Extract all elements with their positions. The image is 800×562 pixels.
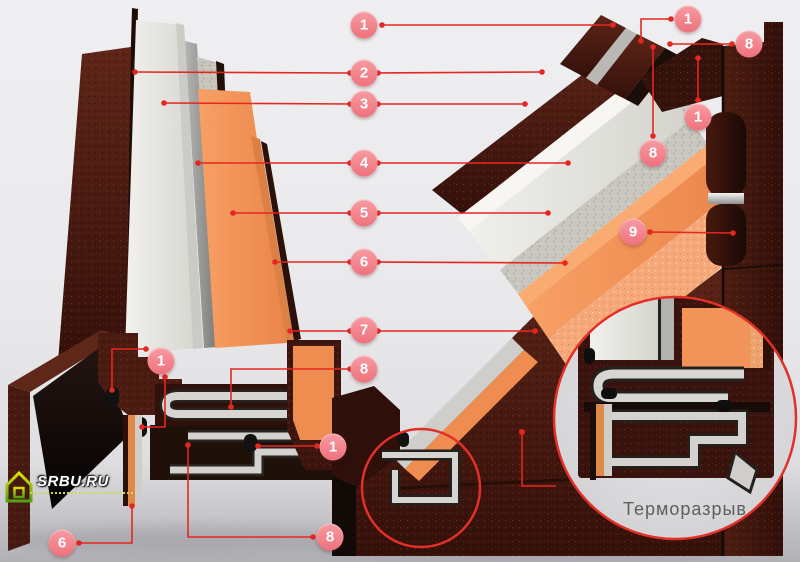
callout-marker-sill-1b: 1 bbox=[319, 433, 347, 461]
sill-right-panel bbox=[293, 346, 334, 440]
callout-marker-top-8: 8 bbox=[735, 30, 763, 58]
cut-foam-highlight bbox=[458, 68, 659, 231]
callout-marker-sill-1a: 1 bbox=[147, 347, 175, 375]
panel-seam-horizontal bbox=[722, 264, 784, 270]
logo-dotted-line bbox=[30, 492, 133, 494]
hinge-barrel-bottom bbox=[706, 204, 746, 266]
sill-steel-strip bbox=[135, 415, 142, 503]
magnifier-source-circle bbox=[360, 427, 482, 549]
callout-marker-col-7: 7 bbox=[350, 316, 378, 344]
site-logo: SRBU.RU bbox=[2, 466, 142, 508]
inset-border-circle bbox=[552, 295, 798, 541]
inset-content bbox=[578, 297, 774, 495]
inset-seal-left bbox=[584, 348, 595, 364]
inset-z-profile bbox=[604, 412, 746, 466]
thermal-break-hook bbox=[161, 392, 312, 418]
callout-marker-col-1: 1 bbox=[350, 11, 378, 39]
edge-steel-band bbox=[393, 338, 524, 469]
inset-foot bbox=[726, 449, 759, 495]
cut-foam-band bbox=[458, 68, 690, 270]
callout-marker-col-5: 5 bbox=[350, 199, 378, 227]
sill-edge-strip bbox=[123, 415, 128, 506]
inset-steel-strip bbox=[661, 297, 674, 360]
head-thermal-strip bbox=[586, 28, 637, 85]
inset-left-cork-strip bbox=[596, 404, 604, 476]
site-logo-text: SRBU.RU bbox=[37, 473, 109, 490]
left-shadow bbox=[10, 526, 370, 554]
inset-divider-line bbox=[658, 297, 661, 360]
callout-marker-right-1: 1 bbox=[684, 103, 712, 131]
foam-layer-shade bbox=[176, 23, 203, 349]
callout-marker-col-8: 8 bbox=[350, 355, 378, 383]
callout-marker-col-6: 6 bbox=[350, 248, 378, 276]
frame-outer-wall-texture bbox=[8, 385, 30, 551]
left-door-cutaway bbox=[58, 8, 301, 362]
steel-stiffener-sheet bbox=[185, 41, 217, 348]
inner-skin-edge bbox=[261, 141, 301, 341]
callout-marker-bottom-8: 8 bbox=[316, 523, 344, 551]
outer-steel-sheet-texture bbox=[58, 47, 131, 362]
callout-marker-col-3: 3 bbox=[350, 90, 378, 118]
mdf-panel-layer bbox=[198, 89, 287, 348]
head-frame-block-b bbox=[597, 34, 665, 99]
cut-panel-top-edge bbox=[518, 144, 716, 306]
thermal-break-inset bbox=[552, 295, 798, 541]
corner-channel bbox=[382, 452, 458, 503]
frame-top-face bbox=[8, 330, 121, 392]
house-icon bbox=[5, 470, 33, 503]
bracket-dot bbox=[519, 429, 525, 435]
inset-gap-bar bbox=[584, 402, 770, 412]
callout-marker-right-8: 8 bbox=[639, 139, 667, 167]
leaf-top-bar-texture bbox=[640, 38, 723, 112]
corner-profile-detail bbox=[382, 418, 465, 506]
inset-left-dark-strip bbox=[590, 404, 596, 480]
edge-orange-band bbox=[405, 350, 538, 481]
cork-strip-layer bbox=[251, 136, 294, 343]
corner-orange-sliver bbox=[445, 418, 465, 437]
rubber-seal-upper bbox=[106, 387, 119, 407]
callout-marker-bottom-6: 6 bbox=[48, 529, 76, 557]
door-hinge bbox=[706, 112, 746, 266]
inset-panel-block bbox=[682, 308, 750, 368]
rubber-seal-right bbox=[244, 434, 257, 452]
magnifier-bracket bbox=[521, 432, 556, 487]
corner-box bbox=[332, 386, 400, 486]
hinge-barrel-top bbox=[706, 112, 746, 198]
callout-marker-col-4: 4 bbox=[350, 149, 378, 177]
inset-seal-middle bbox=[601, 388, 617, 399]
thermal-break-caption: Терморазрыв bbox=[623, 499, 747, 519]
sill-cork-strip bbox=[128, 415, 135, 506]
leaf-frame-seam bbox=[399, 476, 601, 490]
hinge-bearing-ring bbox=[708, 193, 744, 204]
callout-marker-top-1: 1 bbox=[674, 5, 702, 33]
cut-panel-band bbox=[526, 156, 738, 338]
callout-marker-col-2: 2 bbox=[350, 59, 378, 87]
inset-seal-right bbox=[716, 400, 732, 412]
callout-marker-right-9: 9 bbox=[619, 218, 647, 246]
inset-left-steel-strip bbox=[604, 404, 612, 476]
head-frame-block-a bbox=[560, 15, 626, 78]
corner-seal bbox=[398, 432, 409, 447]
leader-lines bbox=[79, 18, 734, 544]
